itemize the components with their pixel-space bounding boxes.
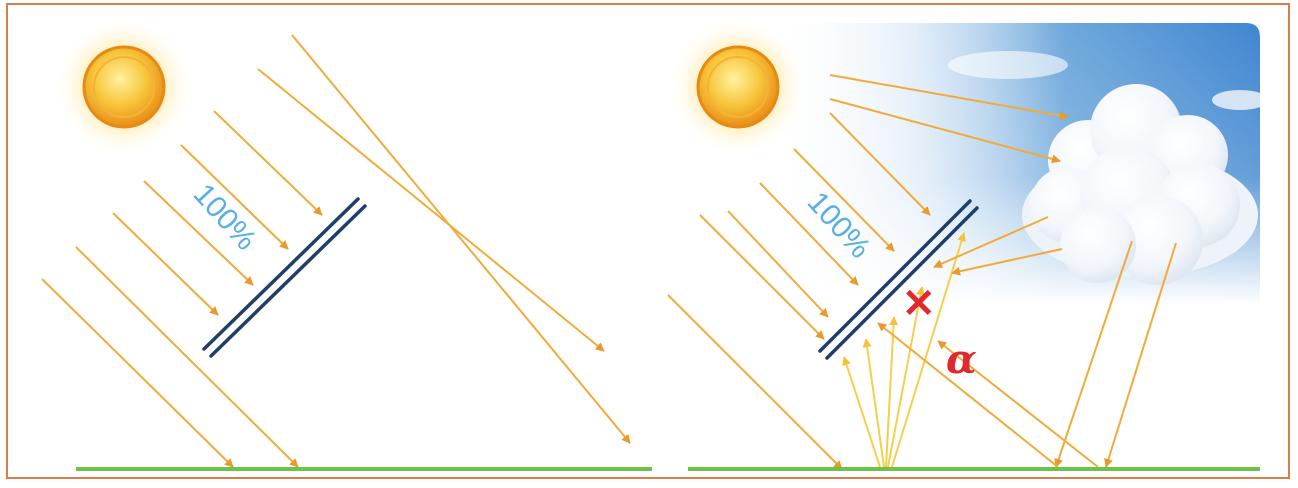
blocked-mark: ✕	[902, 282, 936, 326]
percent-label: 100%	[187, 178, 263, 257]
ray	[866, 339, 884, 467]
ray	[258, 69, 604, 351]
ray	[292, 35, 630, 443]
right-panel: 100% ✕ α	[668, 17, 1268, 469]
irradiance-diagram: 100%	[8, 5, 1290, 479]
ray	[844, 357, 880, 467]
ray	[76, 247, 298, 467]
ray	[668, 295, 842, 469]
left-panel: 100%	[42, 17, 652, 469]
albedo-symbol: α	[946, 336, 977, 383]
sun-icon	[668, 17, 808, 157]
figure-frame: 100%	[6, 3, 1290, 479]
sun-icon	[54, 17, 194, 157]
